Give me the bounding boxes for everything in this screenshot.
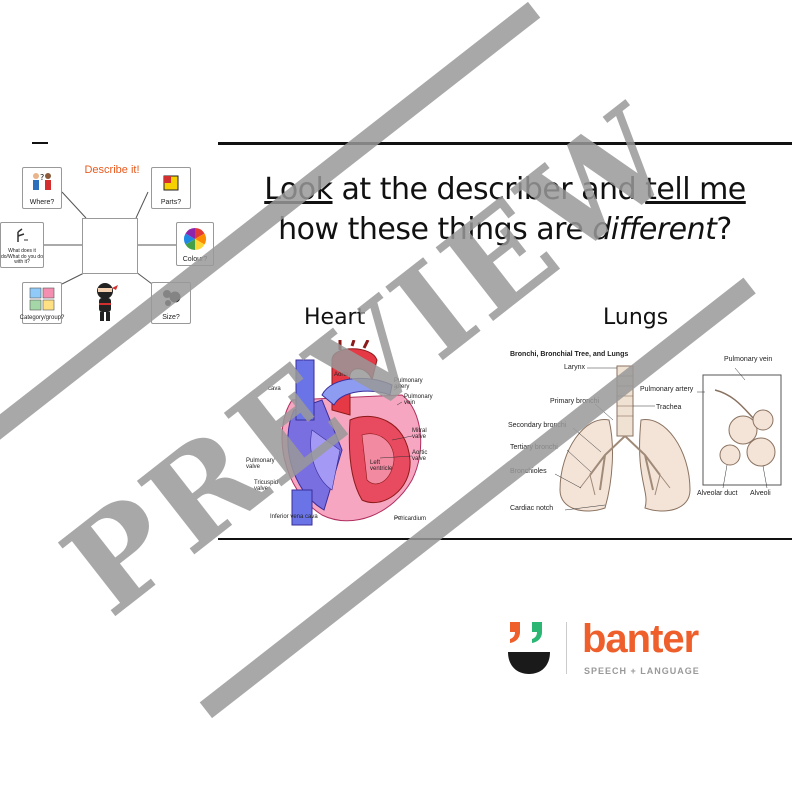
heading-look: Look <box>264 172 333 207</box>
heading-tell-me: tell me <box>645 172 746 207</box>
heading-different: different <box>592 212 717 247</box>
lungs-label-bronchioles: Bronchioles <box>510 468 547 475</box>
heart-title: Heart <box>304 305 366 330</box>
heading-line2-end: ? <box>716 212 732 247</box>
heart-label-left-ventricle: Left ventricle <box>370 460 393 473</box>
parts-label: Parts? <box>160 198 182 206</box>
heading-line-1: Look at the describer and tell me <box>205 172 800 207</box>
lungs-label-cardiac-notch: Cardiac notch <box>510 505 554 512</box>
lungs-label-alveoli: Alveoli <box>750 490 771 497</box>
size-dots-icon <box>152 283 190 314</box>
describer-center-box <box>82 218 138 274</box>
where-label: Where? <box>29 198 55 206</box>
lungs-label-pulmonary-vein: Pulmonary vein <box>724 356 773 363</box>
lungs-label-trachea: Trachea <box>656 404 682 411</box>
describer-title: Describe it! <box>84 164 140 176</box>
lungs-label-secondary-bronchi: Secondary bronchi <box>508 422 567 429</box>
card-where: ? Where? <box>22 167 62 209</box>
heart-label-cava: cava <box>268 386 281 392</box>
logo-divider <box>566 622 567 674</box>
lungs-label-larynx: Larynx <box>564 364 586 371</box>
hand-action-icon <box>1 223 43 249</box>
top-rule <box>218 142 792 145</box>
card-category: Category/group? <box>19 282 65 324</box>
size-label: Size? <box>162 313 180 321</box>
heart-label-aorta: Aorta <box>334 372 349 378</box>
heart-label-pulmonary-vein: Pulmonary vein <box>404 394 433 407</box>
heart-label-pulmonary-valve: Pulmonary valve <box>246 458 275 471</box>
small-dash <box>32 142 48 144</box>
banter-wordmark: banter <box>582 617 699 661</box>
card-parts: Parts? <box>151 167 191 209</box>
banter-tagline: SPEECH + LANGUAGE <box>584 666 700 676</box>
lungs-label-pulmonary-artery: Pulmonary artery <box>640 386 694 393</box>
lungs-label-alveolar-duct: Alveolar duct <box>697 490 738 497</box>
where-people-icon: ? <box>23 168 61 199</box>
heart-label-aortic-valve: Aortic valve <box>412 450 428 463</box>
banter-logo-mark-icon <box>506 620 552 681</box>
card-what-does: What does it do/What do you do with it? <box>0 222 44 268</box>
card-size: Size? <box>151 282 191 324</box>
colour-label: Colour? <box>182 255 208 263</box>
heart-label-mitral-valve: Mitral valve <box>412 428 427 441</box>
category-label: Category/group? <box>19 314 65 321</box>
lungs-caption: Bronchi, Bronchial Tree, and Lungs <box>510 351 629 358</box>
heart-label-pulmonary-artery: Pulmonary artery <box>394 378 423 391</box>
heart-label-inferior-vena-cava: Inferior vena cava <box>270 514 318 520</box>
bottom-rule <box>218 538 792 540</box>
lungs-label-tertiary-bronchi: Tertiary bronchi <box>510 444 558 451</box>
parts-icon <box>152 168 190 199</box>
lungs-title: Lungs <box>603 305 669 330</box>
lungs-diagram <box>554 365 782 512</box>
heart-label-pericardium: Pericardium <box>394 516 427 522</box>
heading-line2-start: how these things are <box>278 212 593 247</box>
what-does-label: What does it do/What do you do with it? <box>1 248 43 265</box>
category-icon <box>23 283 61 315</box>
lungs-label-primary-bronchi: Primary bronchi <box>550 398 600 405</box>
heading-line1-mid: at the describer and <box>332 172 646 207</box>
ninja-mascot-icon <box>92 282 118 327</box>
heading-line-2: how these things are different? <box>205 212 800 247</box>
svg-text:?: ? <box>40 173 44 182</box>
heart-label-tricuspid-valve: Tricuspid valve <box>254 480 279 493</box>
